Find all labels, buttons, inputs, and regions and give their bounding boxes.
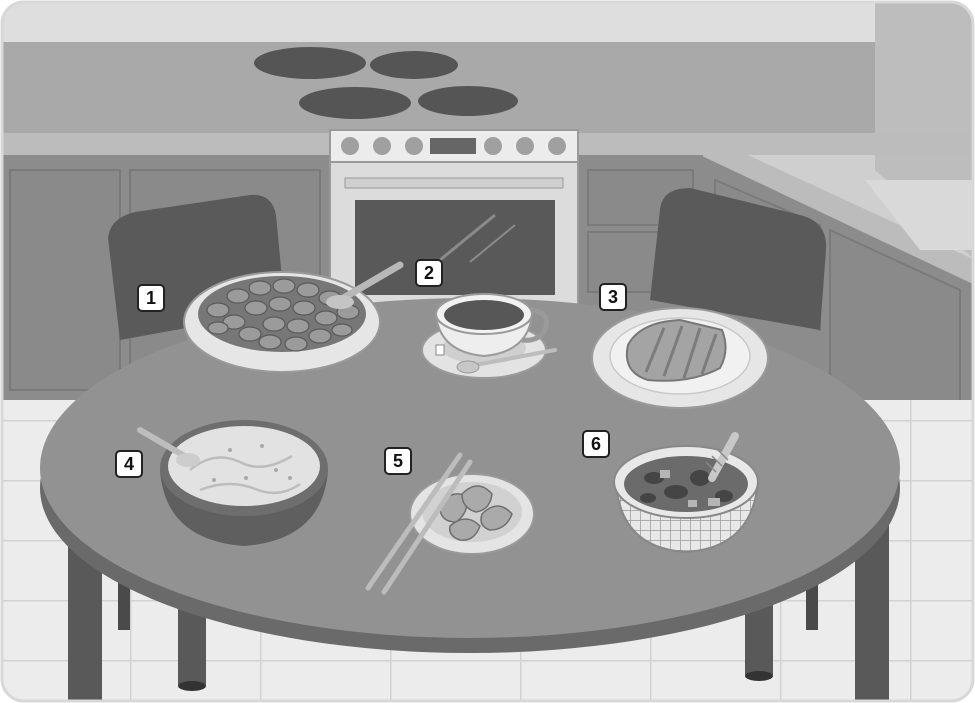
stove-burner: [299, 87, 411, 119]
label-6: 6: [582, 430, 610, 458]
oven-knob: [484, 137, 502, 155]
tea-cup: [421, 293, 557, 379]
stove-burner: [418, 86, 518, 116]
stove-burner: [254, 47, 366, 79]
label-1: 1: [137, 284, 165, 312]
label-4: 4: [115, 450, 143, 478]
oven-knob: [341, 137, 359, 155]
oven-knob: [516, 137, 534, 155]
soup-bowl: [613, 432, 760, 554]
oven-knob: [548, 137, 566, 155]
stove-burner: [370, 51, 458, 79]
label-3: 3: [599, 283, 627, 311]
bean-bowl: [183, 261, 404, 373]
oven-knob: [373, 137, 391, 155]
oven-knob: [405, 137, 423, 155]
porridge-bowl: [137, 420, 328, 546]
label-2: 2: [415, 259, 443, 287]
oven-display: [430, 138, 476, 154]
countertop-right: [865, 180, 973, 250]
toast-plate: [591, 307, 769, 409]
dumpling-plate: [365, 452, 535, 595]
label-5: 5: [384, 447, 412, 475]
